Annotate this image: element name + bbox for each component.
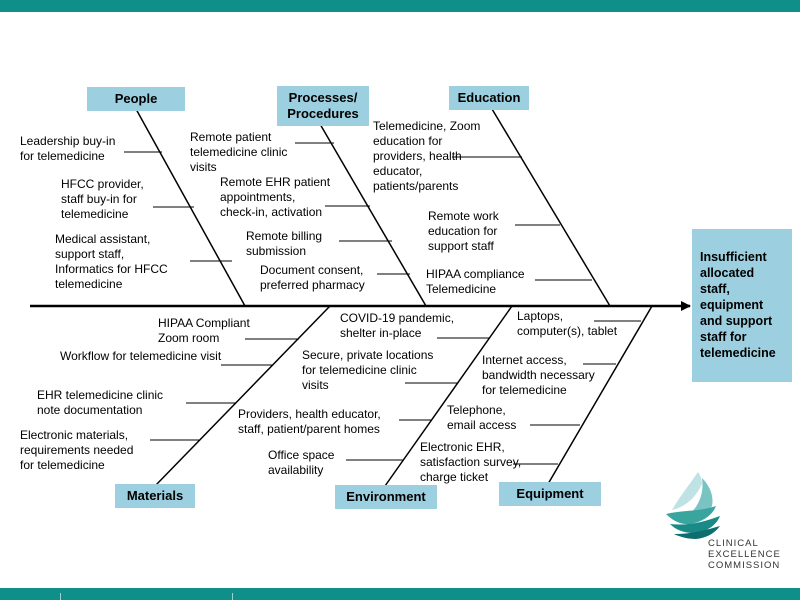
category-education: Education	[449, 86, 529, 110]
environment-cause: COVID-19 pandemic, shelter in-place	[340, 311, 455, 340]
materials-cause: HIPAA Compliant Zoom room	[158, 316, 250, 345]
education-cause-connectors	[452, 156, 592, 281]
education-cause: Telemedicine, Zoom education for provide…	[373, 119, 481, 193]
bone-education	[491, 108, 611, 307]
equipment-cause: Laptops, computer(s), tablet	[517, 309, 618, 338]
category-processes-procedures: Processes/ Procedures	[277, 86, 369, 126]
top-accent-bar	[0, 0, 800, 12]
bottom-bar-tick	[60, 593, 61, 600]
equipment-cause-connectors	[513, 320, 641, 465]
environment-cause: Office space availability	[268, 448, 335, 477]
processes-cause: Document consent, preferred pharmacy	[260, 263, 365, 292]
equipment-cause: Telephone, email access	[447, 403, 517, 432]
equipment-cause: Electronic EHR, satisfaction survey, cha…	[420, 440, 522, 484]
logo-text: CLINICAL EXCELLENCE COMMISSION	[708, 538, 781, 571]
category-materials: Materials	[115, 484, 195, 508]
processes-cause: Remote EHR patient appointments, check-i…	[220, 175, 331, 219]
bottom-bar-tick	[232, 593, 233, 600]
materials-cause: EHR telemedicine clinic note documentati…	[37, 388, 164, 417]
environment-cause: Providers, health educator, staff, patie…	[238, 407, 381, 436]
bone-environment	[384, 305, 513, 487]
bone-processes	[319, 123, 427, 307]
category-environment: Environment	[335, 485, 437, 509]
people-cause-connectors	[124, 151, 232, 262]
environment-cause: Secure, private locations for telemedici…	[302, 348, 434, 392]
category-people: People	[87, 87, 185, 111]
materials-cause: Workflow for telemedicine visit	[60, 349, 222, 363]
clinical-excellence-logo-icon	[666, 472, 720, 539]
environment-cause-connectors	[346, 337, 490, 461]
bone-materials	[154, 305, 331, 487]
problem-statement: Insufficient allocated staff, equipment …	[692, 229, 792, 382]
bone-equipment	[547, 305, 653, 485]
processes-cause-connectors	[295, 142, 410, 275]
education-cause: Remote work education for support staff	[428, 209, 499, 253]
education-cause: HIPAA compliance Telemedicine	[426, 267, 525, 296]
materials-cause-connectors	[150, 338, 299, 441]
processes-cause: Remote patient telemedicine clinic visit…	[190, 130, 288, 174]
bottom-accent-bar	[0, 588, 800, 600]
people-cause: Medical assistant, support staff, Inform…	[55, 232, 168, 291]
materials-cause: Electronic materials, requirements neede…	[20, 428, 134, 472]
people-cause: Leadership buy-in for telemedicine	[20, 134, 116, 163]
equipment-cause: Internet access, bandwidth necessary for…	[482, 353, 595, 397]
category-equipment: Equipment	[499, 482, 601, 506]
people-cause: HFCC provider, staff buy-in for telemedi…	[61, 177, 144, 221]
processes-cause: Remote billing submission	[246, 229, 323, 258]
